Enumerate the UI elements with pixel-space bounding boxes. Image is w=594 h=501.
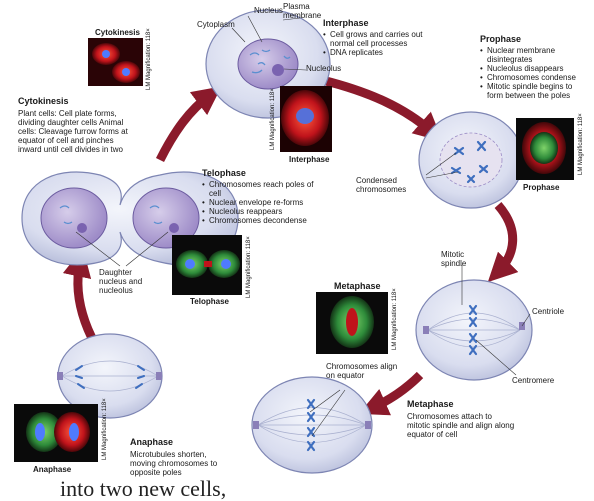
prophase-title: Prophase [480, 34, 521, 44]
telophase-magnification: LM Magnification: 118× [246, 236, 252, 298]
anaphase-photo-caption: Anaphase [33, 465, 71, 474]
daughter-nucleus-left [41, 188, 107, 248]
cytoplasm-label: Cytoplasm [197, 20, 235, 29]
cytokinesis-magnification: LM Magnification: 118× [146, 28, 152, 90]
prophase-cell [419, 112, 523, 208]
anaphase-description: Microtubules shorten, moving chromosomes… [130, 450, 230, 477]
nucleolus-label: Nucleolus [306, 64, 341, 73]
mitotic-spindle-label: Mitotic spindle [441, 250, 481, 268]
photo-interphase [280, 86, 332, 152]
prophase-bullet: Nucleolus disappears [480, 64, 588, 73]
photo-anaphase [14, 404, 98, 462]
telophase-bullet: Nucleolus reappears [202, 207, 322, 216]
anaphase-title: Anaphase [130, 437, 173, 447]
arrow-telophase-to-interphase [160, 95, 210, 160]
interphase-nucleolus [272, 64, 284, 76]
photo-metaphase [316, 292, 388, 354]
telophase-photo-caption: Telophase [190, 297, 229, 306]
metaphase-cell [416, 280, 532, 380]
metaphase-magnification: LM Magnification: 118× [392, 288, 398, 350]
interphase-bullets: Cell grows and carries out normal cell p… [323, 30, 439, 57]
daughter-nucleus-label: Daughter nucleus and nucleolus [99, 268, 151, 295]
cytokinesis-title: Cytokinesis [18, 96, 69, 106]
telophase-bullet: Chromosomes reach poles of cell [202, 180, 322, 198]
cytokinesis-photo-caption: Cytokinesis [95, 28, 140, 37]
metaphase-title: Metaphase [407, 399, 454, 409]
prophase-bullet: Mitotic spindle begins to form between t… [480, 82, 588, 100]
centriole-left [423, 326, 429, 334]
nucleus-label: Nucleus [254, 6, 283, 15]
telophase-bullet: Chromosomes decondense [202, 216, 322, 225]
prophase-photo-caption: Prophase [523, 183, 559, 192]
metaphase-description: Chromosomes attach to mitotic spindle an… [407, 412, 515, 439]
prophase-magnification: LM Magnification: 118× [578, 113, 584, 175]
prophase-bullets: Nuclear membrane disintegrates Nucleolus… [480, 46, 588, 100]
metaphase-bottom-cell [252, 377, 372, 473]
arrow-prophase-to-metaphase [498, 205, 513, 272]
telophase-bullets: Chromosomes reach poles of cell Nuclear … [202, 180, 322, 225]
interphase-nucleus [238, 39, 298, 89]
interphase-bullet: DNA replicates [323, 48, 439, 57]
centriole-label: Centriole [532, 307, 564, 316]
photo-telophase [172, 235, 242, 295]
photo-prophase [516, 118, 574, 180]
chromosomes-align-label: Chromosomes align on equator [326, 362, 398, 380]
anaphase-magnification: LM Magnification: 118× [102, 398, 108, 460]
arrow-interphase-to-prophase [322, 80, 432, 132]
telophase-title: Telophase [202, 168, 246, 178]
prophase-bullet: Nuclear membrane disintegrates [480, 46, 588, 64]
interphase-magnification: LM Magnification: 118× [270, 88, 276, 150]
cytokinesis-description: Plant cells: Cell plate forms, dividing … [18, 109, 136, 154]
interphase-bullet: Cell grows and carries out normal cell p… [323, 30, 439, 48]
centromere-label: Centromere [512, 376, 554, 385]
condensed-chromosomes-label: Condensed chromosomes [356, 176, 430, 194]
telophase-bullet: Nuclear envelope re-forms [202, 198, 322, 207]
prophase-bullet: Chromosomes condense [480, 73, 588, 82]
interphase-photo-caption: Interphase [289, 155, 329, 164]
metaphase-photo-title: Metaphase [334, 281, 381, 291]
photo-cytokinesis [88, 38, 143, 86]
interphase-title: Interphase [323, 18, 369, 28]
